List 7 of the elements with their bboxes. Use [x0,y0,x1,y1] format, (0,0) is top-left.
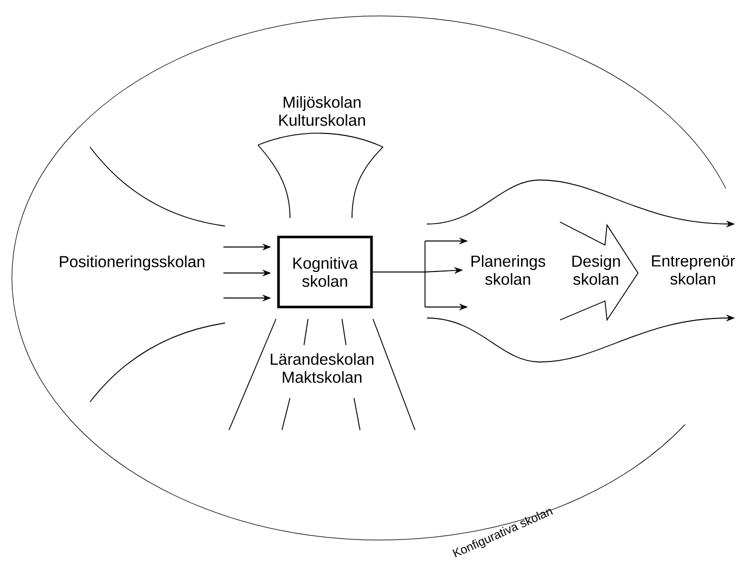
school-label: Planerings skolan [472,255,546,285]
school-label: Entreprenör skolan [652,255,735,285]
school-label: Miljöskolan Kulturskolan [279,96,365,126]
process-box: Kognitiva skolan [277,236,373,308]
school-label: Positioneringsskolan [60,256,204,270]
school-label: Lärandeskolan Maktskolan [270,353,374,383]
school-label: Design skolan [572,255,620,285]
